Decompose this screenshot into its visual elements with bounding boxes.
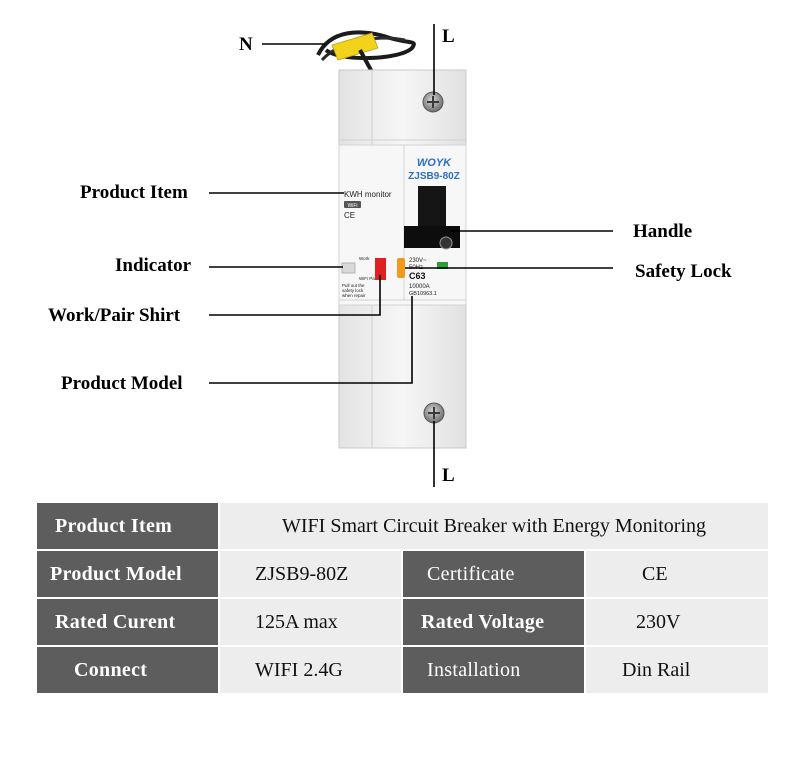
callout-indicator: Indicator [115,255,191,276]
table-value-cell: Din Rail [586,647,768,693]
device-ce-mark: CE [344,211,355,220]
callout-product-model: Product Model [61,373,183,394]
table-row: Product Model ZJSB9-80Z Certificate CE [37,551,768,599]
breaker-handle [404,186,460,250]
leader-lines [209,24,613,487]
table-value-cell: WIFI 2.4G [220,647,401,693]
callout-safety-lock: Safety Lock [635,261,732,282]
work-pair-button [375,258,386,280]
device-pull-text-2: safety lock [342,288,364,293]
table-header-cell: Rated Voltage [403,599,584,645]
table-value-cell: WIFI Smart Circuit Breaker with Energy M… [220,503,768,549]
table-value-cell: 230V [586,599,768,645]
device-work-text: Work [359,256,370,261]
leader-product-model [209,296,413,384]
device-pull-text-1: Pull out the [342,283,365,288]
callout-l-bottom: L [442,465,455,486]
table-header-cell: Product Model [37,551,218,597]
indicator-light [341,262,356,274]
callout-l-top: L [442,26,455,47]
table-header-cell: Certificate [403,551,584,597]
table-header-cell: Connect [37,647,218,693]
bottom-terminal-screw [423,402,445,424]
wifi-badge [344,201,361,208]
top-terminal-screw [422,91,444,113]
table-header-cell: Installation [403,647,584,693]
table-row: Connect WIFI 2.4G Installation Din Rail [37,647,768,695]
safety-lock-clip [397,258,405,278]
indicator-green-window [437,262,448,269]
device-voltage-text: 230V~ [409,258,427,264]
callout-work-pair: Work/Pair Shirt [48,305,181,326]
device-kwh-label: KWH monitor [344,190,392,199]
device-pull-text-3: when repair [342,293,366,298]
device-rating-text: C63 [409,271,426,281]
breaker-illustration: WOYK ZJSB9-80Z KWH monitor WiFi CE Work … [209,24,613,487]
device-breaking-text: 10000A [409,284,430,290]
callout-product-item: Product Item [80,182,188,203]
device-standard-text: GB10963.1 [409,291,437,297]
breaker-diagram: WOYK ZJSB9-80Z KWH monitor WiFi CE Work … [48,24,732,487]
table-row: Rated Curent 125A max Rated Voltage 230V [37,599,768,647]
table-row: Product Item WIFI Smart Circuit Breaker … [37,503,768,551]
table-header-cell: Product Item [37,503,218,549]
table-value-cell: 125A max [220,599,401,645]
device-wifi-label: WiFi [348,203,358,209]
callout-n: N [239,34,253,55]
table-value-cell: ZJSB9-80Z [220,551,401,597]
neutral-wire [316,30,416,73]
leader-work-pair [209,275,381,316]
callout-handle: Handle [633,221,693,242]
device-wifipair-text: WiFi Pair [359,276,378,281]
table-header-cell: Rated Curent [37,599,218,645]
table-value-cell: CE [586,551,768,597]
device-brand: WOYK [417,157,452,169]
device-model: ZJSB9-80Z [408,171,460,182]
